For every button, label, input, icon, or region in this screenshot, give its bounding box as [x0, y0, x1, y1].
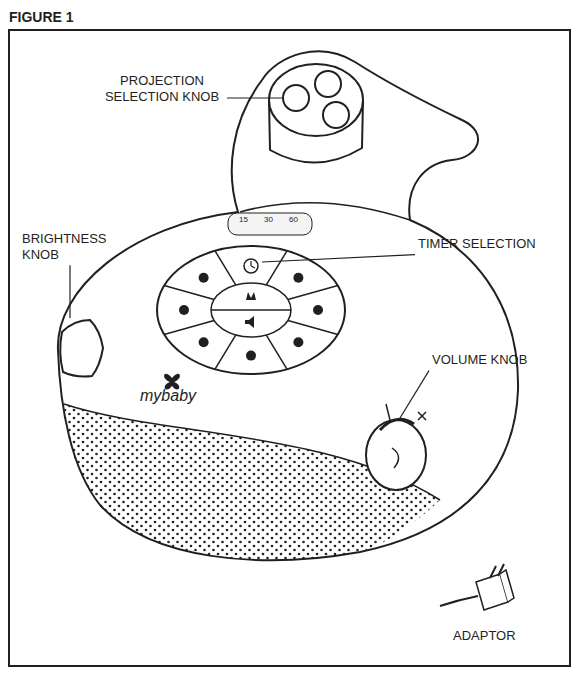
dial-icon — [293, 273, 303, 283]
part-label: ADAPTOR — [453, 628, 516, 644]
projection-lens — [315, 71, 341, 97]
part-label: PROJECTION SELECTION KNOB — [100, 73, 224, 104]
dial-divider — [215, 251, 236, 285]
adaptor-plug — [440, 564, 514, 610]
dial-icon — [313, 305, 323, 315]
part-label: VOLUME KNOB — [432, 352, 527, 368]
dial-divider — [266, 335, 287, 369]
dial-icon — [246, 351, 256, 361]
projection-lens — [323, 102, 349, 128]
figure-frame — [9, 30, 570, 666]
leader-line — [69, 265, 70, 318]
volume-symbols — [386, 404, 426, 420]
part-label: BRIGHTNESS KNOB — [22, 231, 122, 262]
dial-icon — [293, 337, 303, 347]
timer-band — [228, 213, 312, 235]
timer-number: 15 — [239, 215, 248, 225]
speaker-grille — [60, 400, 460, 570]
leader-line — [400, 371, 429, 418]
brightness-knob — [60, 320, 103, 377]
dial-divider — [266, 251, 287, 285]
timer-number: 60 — [289, 215, 298, 225]
leader-line — [227, 97, 284, 98]
brand-logo: mybaby — [140, 386, 196, 405]
volume-knob — [366, 420, 426, 490]
part-label: TIMER SELECTION — [418, 236, 536, 252]
dial-divider — [164, 320, 214, 334]
control-dial — [157, 246, 345, 374]
dial-divider — [164, 286, 214, 300]
dial-icon — [199, 273, 209, 283]
leader-line — [262, 255, 415, 262]
figure-title: FIGURE 1 — [9, 9, 74, 26]
projection-knob-top — [269, 64, 363, 136]
volume-arc — [380, 419, 414, 430]
projection-lens — [283, 85, 309, 111]
dial-icon — [199, 337, 209, 347]
volume-mark — [392, 448, 399, 468]
dial-divider — [215, 335, 236, 369]
timer-number: 30 — [264, 215, 273, 225]
dial-divider — [288, 320, 338, 334]
dial-icon — [179, 305, 189, 315]
dial-divider — [288, 286, 338, 300]
